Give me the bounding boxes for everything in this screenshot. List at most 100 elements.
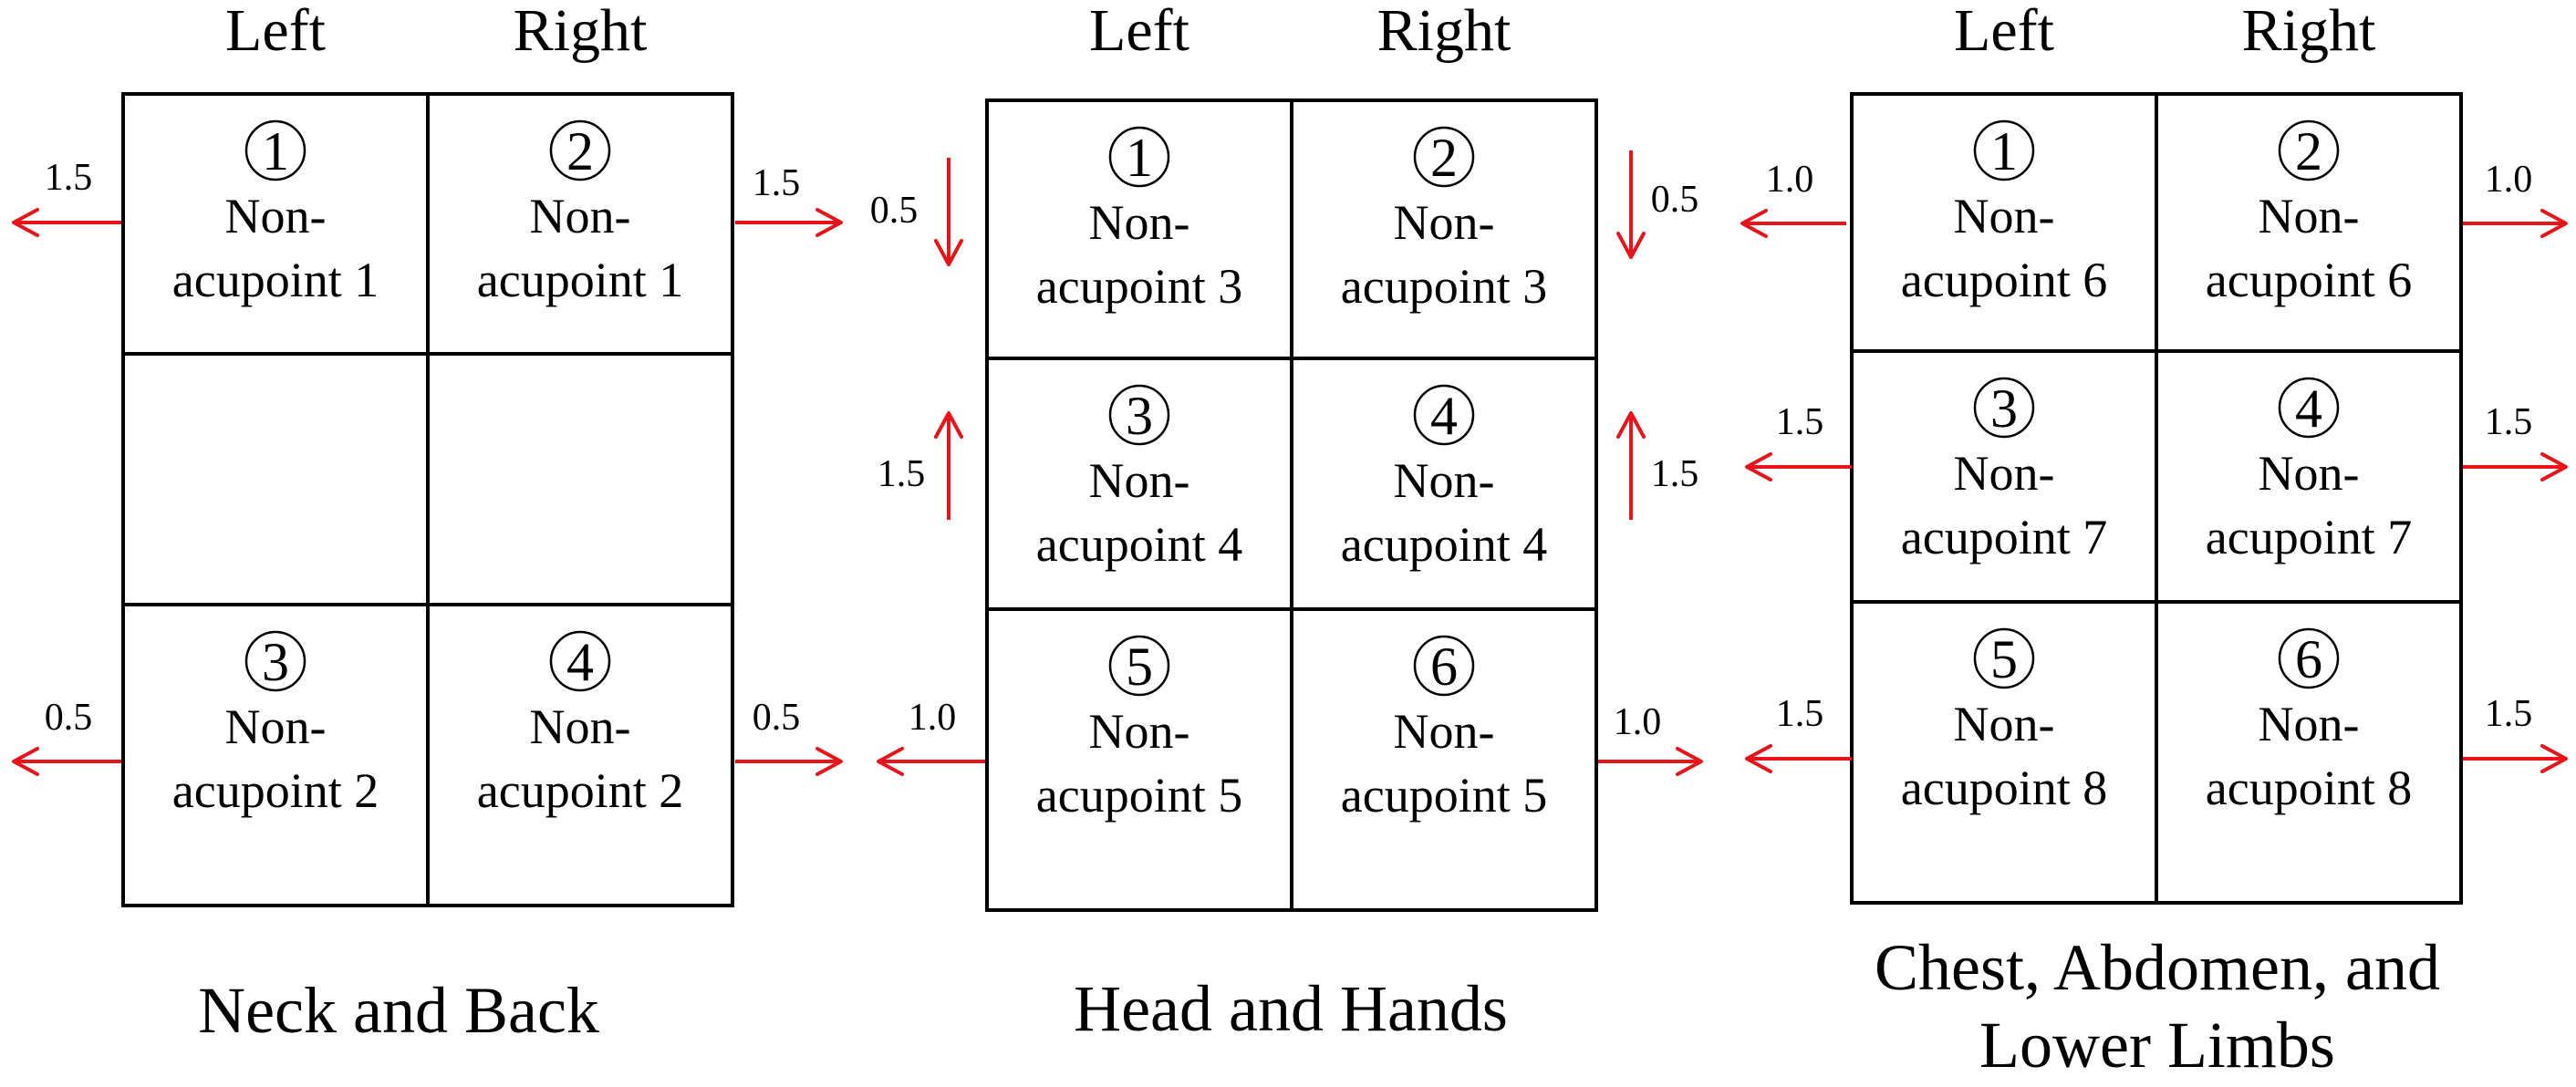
arrow-value: 1.5 bbox=[878, 453, 926, 495]
direction-arrow-up: 1.5 bbox=[1616, 411, 1699, 520]
cell-label: acupoint 5 bbox=[1341, 768, 1547, 823]
arrow-head bbox=[877, 747, 904, 776]
direction-arrow-left: 1.0 bbox=[1740, 159, 1846, 238]
cell-label: acupoint 6 bbox=[2206, 253, 2412, 307]
cell-label: acupoint 5 bbox=[1036, 768, 1242, 823]
arrow-head bbox=[2540, 744, 2568, 773]
cell-label: acupoint 3 bbox=[1341, 259, 1547, 314]
arrow-value: 0.5 bbox=[753, 697, 801, 739]
cell-label: Non- bbox=[1394, 453, 1495, 508]
number-circle bbox=[1973, 377, 2035, 439]
arrow-value: 0.5 bbox=[1651, 179, 1699, 221]
number-circle bbox=[244, 119, 306, 181]
cell-label: Non- bbox=[1089, 704, 1190, 759]
arrow-value: 0.5 bbox=[45, 697, 93, 739]
cell-number: 2 bbox=[1430, 128, 1458, 188]
direction-arrow-right: 1.0 bbox=[1598, 701, 1703, 776]
cell-label: acupoint 1 bbox=[172, 253, 379, 307]
panel-caption: Neck and Back bbox=[198, 974, 599, 1047]
column-header-left: Left bbox=[225, 0, 326, 64]
arrow-value: 1.5 bbox=[753, 162, 801, 204]
number-circle bbox=[244, 630, 306, 692]
arrow-value: 1.0 bbox=[2485, 159, 2533, 201]
arrow-value: 1.5 bbox=[2485, 401, 2533, 443]
cell-label: acupoint 1 bbox=[477, 253, 683, 307]
cell-label: acupoint 8 bbox=[2206, 761, 2412, 815]
number-circle bbox=[1413, 384, 1475, 446]
direction-arrow-right: 1.5 bbox=[2463, 401, 2568, 481]
cell-label: Non- bbox=[530, 699, 631, 754]
arrow-head bbox=[12, 208, 39, 237]
direction-arrow-left: 1.5 bbox=[1745, 693, 1852, 773]
cell-label: Non- bbox=[225, 189, 327, 243]
cell-label: acupoint 7 bbox=[1901, 510, 2107, 564]
arrow-head bbox=[1740, 209, 1768, 238]
arrow-value: 1.5 bbox=[2485, 693, 2533, 735]
number-circle bbox=[1973, 119, 2035, 181]
direction-arrow-right: 1.5 bbox=[2463, 693, 2568, 773]
cell-number: 1 bbox=[262, 121, 289, 181]
number-circle bbox=[1108, 384, 1170, 446]
direction-arrow-left: 1.5 bbox=[1745, 401, 1852, 481]
arrow-head bbox=[815, 747, 843, 776]
panel-caption: Chest, Abdomen, and bbox=[1875, 931, 2440, 1004]
arrow-value: 1.5 bbox=[1776, 401, 1824, 443]
cell-label: Non- bbox=[1954, 189, 2055, 243]
direction-arrow-up: 1.5 bbox=[878, 411, 963, 520]
cell-label: acupoint 3 bbox=[1036, 259, 1242, 314]
direction-arrow-left: 1.5 bbox=[12, 157, 121, 237]
arrow-value: 1.5 bbox=[45, 157, 93, 199]
arrow-head bbox=[2540, 452, 2568, 481]
cell-label: acupoint 4 bbox=[1341, 517, 1547, 572]
cell-label: Non- bbox=[1394, 704, 1495, 759]
cell-number: 3 bbox=[1990, 378, 2018, 439]
number-circle bbox=[1108, 635, 1170, 697]
cell-number: 5 bbox=[1126, 637, 1153, 697]
arrow-value: 0.5 bbox=[870, 190, 919, 232]
arrow-value: 1.5 bbox=[1651, 453, 1699, 495]
column-header-left: Left bbox=[1089, 0, 1189, 64]
arrow-head bbox=[934, 239, 963, 266]
cell-number: 2 bbox=[2295, 121, 2322, 181]
cell-label: Non- bbox=[1394, 195, 1495, 250]
cell-label: Non- bbox=[2259, 446, 2360, 501]
cell-number: 2 bbox=[566, 121, 594, 181]
cell-label: acupoint 2 bbox=[172, 763, 379, 818]
arrow-value: 1.0 bbox=[1766, 159, 1814, 201]
number-circle bbox=[1413, 126, 1475, 188]
arrow-value: 1.5 bbox=[1776, 693, 1824, 735]
direction-arrow-left: 0.5 bbox=[12, 697, 121, 776]
direction-arrow-right: 1.0 bbox=[2463, 159, 2568, 238]
cell-number: 3 bbox=[1126, 386, 1153, 446]
column-header-right: Right bbox=[1377, 0, 1511, 64]
cell-number: 1 bbox=[1990, 121, 2018, 181]
arrow-head bbox=[1676, 747, 1703, 776]
column-header-left: Left bbox=[1954, 0, 2054, 64]
arrow-head bbox=[815, 208, 843, 237]
cell-number: 1 bbox=[1126, 128, 1153, 188]
direction-arrow-down: 0.5 bbox=[870, 158, 963, 266]
arrow-head bbox=[1745, 744, 1772, 773]
number-circle bbox=[549, 630, 611, 692]
panel-caption: Head and Hands bbox=[1074, 972, 1508, 1045]
cell-number: 6 bbox=[2295, 629, 2322, 689]
cell-label: Non- bbox=[2259, 189, 2360, 243]
number-circle bbox=[2278, 627, 2340, 689]
number-circle bbox=[2278, 377, 2340, 439]
cell-label: acupoint 6 bbox=[1901, 253, 2107, 307]
arrow-head bbox=[12, 747, 39, 776]
